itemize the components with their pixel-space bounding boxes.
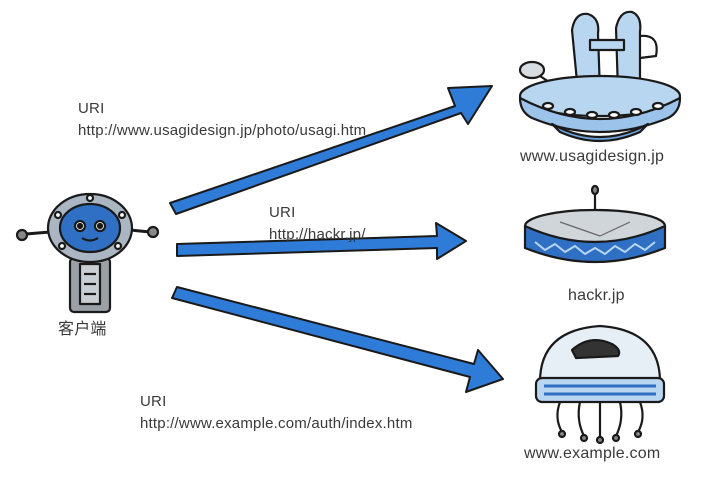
- request-arrows: [169, 85, 504, 393]
- server-name-example: www.example.com: [524, 445, 661, 462]
- uri-value-3: http://www.example.com/auth/index.htm: [140, 415, 413, 432]
- server-name-usagidesign: www.usagidesign.jp: [520, 148, 665, 165]
- uri-value-1: http://www.usagidesign.jp/photo/usagi.ht…: [78, 122, 367, 139]
- arrow-to-hackr: [176, 222, 467, 260]
- server-usagidesign-icon: [518, 10, 682, 143]
- uri-label-1: URI: [78, 100, 105, 117]
- server-example-icon: [534, 324, 666, 445]
- arrow-to-usagidesign: [169, 85, 493, 215]
- uri-label-3: URI: [140, 393, 167, 410]
- client-label: 客户端: [58, 321, 107, 338]
- server-name-hackr: hackr.jp: [568, 287, 625, 304]
- server-hackr-icon: [523, 184, 667, 264]
- uri-value-2: http://hackr.jp/: [269, 226, 366, 243]
- arrow-to-example: [171, 286, 504, 393]
- uri-label-2: URI: [269, 204, 296, 221]
- client-robot-icon: [15, 192, 160, 314]
